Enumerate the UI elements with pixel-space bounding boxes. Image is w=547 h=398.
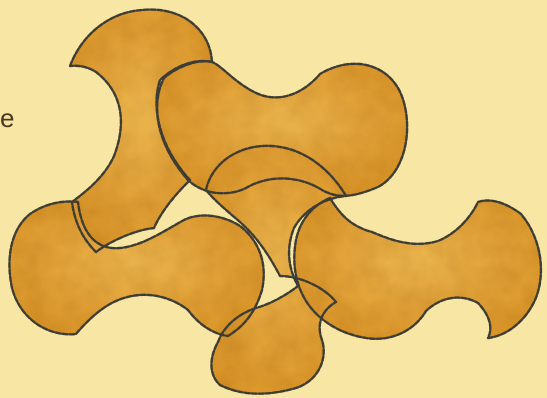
tile-right bbox=[294, 198, 541, 339]
tile-shapes bbox=[9, 10, 541, 394]
